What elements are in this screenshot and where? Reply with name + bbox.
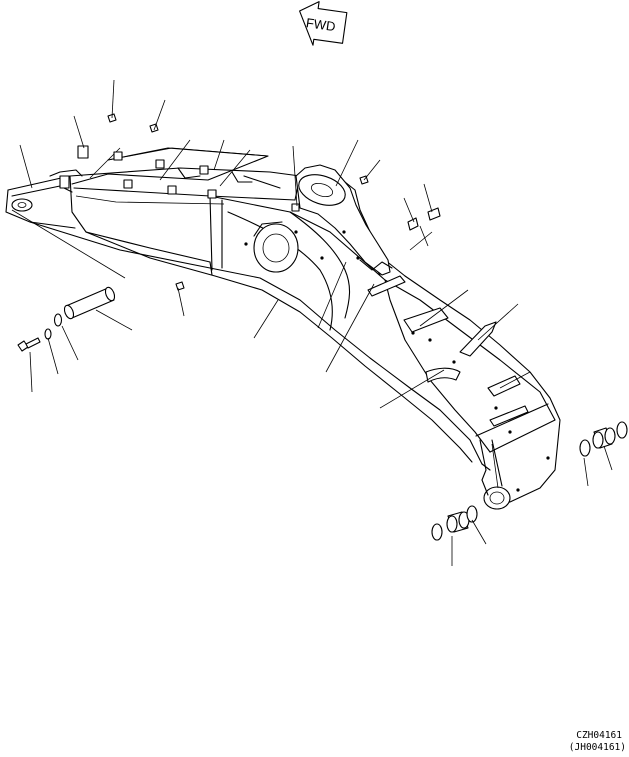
boom-structure [5, 167, 561, 510]
foot-pin [63, 286, 116, 320]
leader-lines [11, 79, 613, 566]
bolt-dots [244, 230, 550, 492]
boom-foot-boss [11, 169, 83, 212]
drawing-code-secondary: (JH004161) [569, 742, 626, 753]
nose-side-plates [367, 275, 529, 427]
boom-top-bracket [295, 164, 393, 276]
top-cover-plates [71, 139, 281, 205]
pin-bolt [17, 337, 41, 352]
drawing-code-block: CZH04161 (JH004161) [569, 730, 626, 753]
top-lugs [59, 145, 300, 212]
fwd-label: FWD [305, 15, 336, 34]
tip-bushings-left [431, 505, 478, 541]
side-boss [253, 221, 299, 273]
forward-direction-arrow: FWD [299, 1, 348, 46]
drawing-code-primary: CZH04161 [576, 730, 622, 741]
tip-bushings-right [579, 421, 628, 457]
pin-washers [44, 313, 63, 340]
